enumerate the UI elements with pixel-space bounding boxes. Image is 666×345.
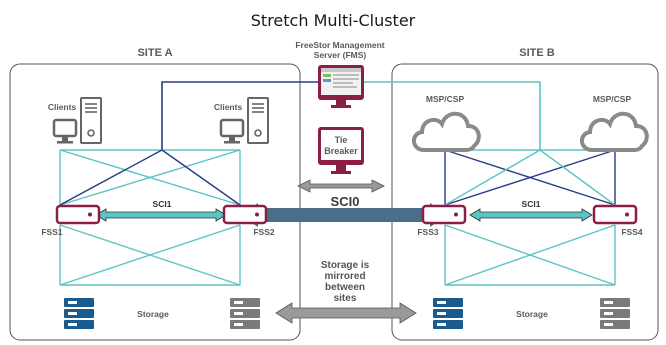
sci0-label: SCI0 xyxy=(331,194,360,209)
storage-icon-b-blue xyxy=(433,298,463,329)
storage-icon-b-grey xyxy=(600,298,630,329)
msp-csp-label-b2: MSP/CSP xyxy=(593,94,632,104)
site-a-mesh xyxy=(59,149,241,286)
mirror-label-line3: between xyxy=(325,282,365,293)
storage-mirror-arrow xyxy=(275,302,417,324)
site-b-label: SITE B xyxy=(519,47,555,59)
fss4-node xyxy=(592,204,638,225)
sci0-link-arrow xyxy=(240,203,448,227)
mirror-label-line4: sites xyxy=(334,293,357,304)
mirror-label-line1: Storage is xyxy=(321,260,370,271)
mirror-label-line2: mirrored xyxy=(324,271,365,282)
sci1-label-a: SCI1 xyxy=(153,199,172,209)
fms-monitor-icon xyxy=(318,65,364,108)
tie-breaker-label-line1: Tie xyxy=(335,135,348,145)
fms-link-site-a xyxy=(161,81,318,150)
client-computer-icon-a2 xyxy=(219,97,269,144)
sci1-link-arrow-b xyxy=(469,208,593,222)
site-a-box xyxy=(9,63,301,341)
fss3-node xyxy=(421,204,467,225)
fss3-label: FSS3 xyxy=(417,227,439,237)
cloud-icon-b2 xyxy=(580,111,649,152)
fss2-node xyxy=(222,204,268,225)
storage-icon-a-blue xyxy=(64,298,94,329)
tie-breaker-link-arrow xyxy=(297,179,385,193)
fms-label-line1: FreeStor Management xyxy=(295,40,384,50)
diagram-title: Stretch Multi-Cluster xyxy=(251,11,416,30)
clients-label-a1: Clients xyxy=(48,102,77,112)
cloud-icon-b1 xyxy=(412,111,481,152)
client-computer-icon-a1 xyxy=(52,97,102,144)
clients-label-a2: Clients xyxy=(214,102,243,112)
tie-breaker-monitor-icon xyxy=(318,127,364,174)
fss2-label: FSS2 xyxy=(253,227,275,237)
storage-icon-a-grey xyxy=(230,298,260,329)
site-b-box xyxy=(391,63,659,341)
fss1-label: FSS1 xyxy=(41,227,63,237)
fms-label-line2: Server (FMS) xyxy=(314,50,367,60)
msp-csp-label-b1: MSP/CSP xyxy=(426,94,465,104)
fms-link-site-b xyxy=(364,81,541,150)
tie-breaker-label-line2: Breaker xyxy=(324,146,358,156)
fss4-label: FSS4 xyxy=(621,227,643,237)
sci1-label-b: SCI1 xyxy=(522,199,541,209)
site-a-label: SITE A xyxy=(137,47,172,59)
sci1-link-arrow-a xyxy=(95,208,227,222)
fss1-node xyxy=(55,204,101,225)
storage-label-a: Storage xyxy=(137,309,169,319)
storage-label-b: Storage xyxy=(516,309,548,319)
